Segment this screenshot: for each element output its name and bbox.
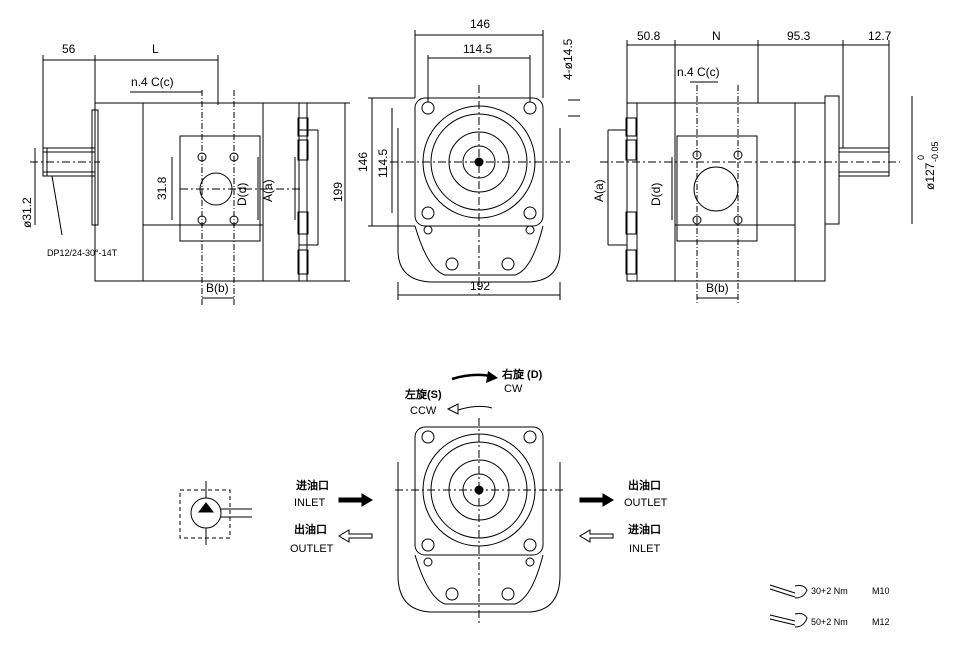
dim-56: 56 <box>62 42 76 56</box>
inlet-right-en: INLET <box>629 543 660 555</box>
outlet-right-cn: 出油口 <box>628 478 661 492</box>
label-a: A(a) <box>261 179 275 202</box>
torque-value-1: 30+2 Nm <box>811 586 848 596</box>
shaft-diameter: ø31.2 <box>20 197 34 228</box>
ccw-arrow <box>457 405 493 411</box>
label-d: D(d) <box>235 183 249 206</box>
front-view <box>368 30 580 300</box>
outlet-left-en: OUTLET <box>290 543 334 555</box>
right-side-view <box>600 40 913 305</box>
ccw-en: CCW <box>410 405 437 417</box>
dim-146-side: 146 <box>356 152 370 172</box>
dim-192: 192 <box>470 279 490 293</box>
label-a-right: A(a) <box>592 179 606 202</box>
dim-31-8: 31.8 <box>155 176 169 200</box>
dim-199: 199 <box>331 182 345 202</box>
port-c-label-right: n.4 C(c) <box>677 65 720 79</box>
dim-50-8: 50.8 <box>637 29 661 43</box>
dim-12-7: 12.7 <box>868 29 892 43</box>
outlet-left-cn: 出油口 <box>294 522 327 536</box>
pilot-diameter: ø127 <box>923 162 937 190</box>
left-side-view <box>30 55 350 305</box>
dim-114-5-top: 114.5 <box>463 42 492 56</box>
tol-lower: -0.05 <box>930 141 940 162</box>
dim-L: L <box>152 42 159 56</box>
spline-spec: DP12/24-30°-14T <box>47 248 118 258</box>
label-b-right: B(b) <box>706 281 729 295</box>
wrench-icon <box>769 584 808 628</box>
torque-value-2: 50+2 Nm <box>811 617 848 627</box>
pump-symbol <box>179 481 252 545</box>
dim-95-3: 95.3 <box>787 29 811 43</box>
dim-N: N <box>712 29 721 43</box>
dim-114-5-side: 114.5 <box>376 149 390 178</box>
inlet-left-cn: 进油口 <box>296 478 329 492</box>
inlet-right-cn: 进油口 <box>628 522 661 536</box>
dim-146-top: 146 <box>470 17 490 31</box>
cw-cn: 右旋 (D) <box>501 367 543 381</box>
flow-arrows <box>338 493 614 543</box>
torque-size-1: M10 <box>872 586 890 596</box>
port-c-label: n.4 C(c) <box>131 75 174 89</box>
inlet-left-en: INLET <box>294 497 325 509</box>
torque-size-2: M12 <box>872 617 890 627</box>
label-b: B(b) <box>206 281 229 295</box>
outlet-right-en: OUTLET <box>624 497 668 509</box>
rotation-view <box>395 371 565 625</box>
cw-en: CW <box>504 383 523 395</box>
tol-upper: 0 <box>916 155 926 160</box>
holes-spec: 4-ø14.5 <box>561 38 575 80</box>
ccw-cn: 左旋(S) <box>404 387 442 401</box>
label-d-right: D(d) <box>649 183 663 206</box>
